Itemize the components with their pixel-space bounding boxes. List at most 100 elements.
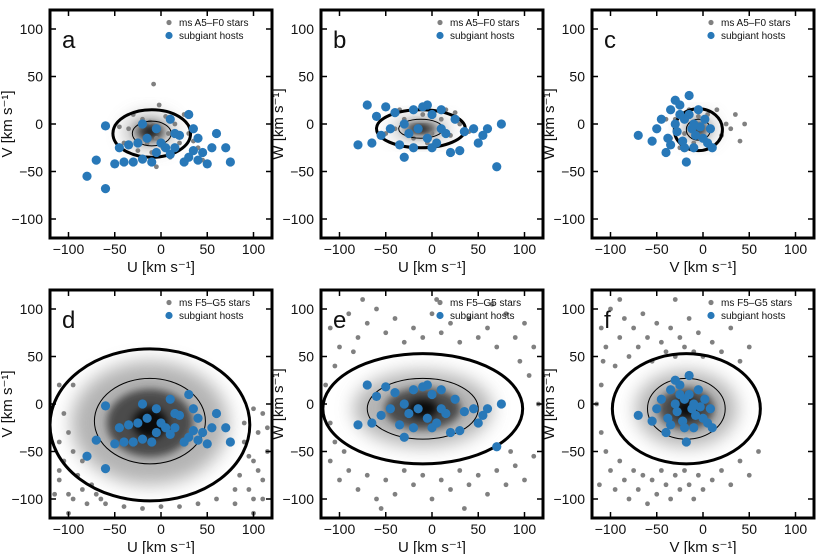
ms-star-point: [503, 482, 509, 488]
subgiant-host-point: [670, 375, 680, 385]
ms-star-point: [260, 496, 266, 502]
subgiant-host-point: [647, 416, 657, 426]
y-tick-label: −100: [553, 491, 585, 507]
ms-star-point: [374, 496, 379, 502]
ms-star-point: [84, 501, 90, 507]
plot-content: [594, 297, 762, 507]
ms-star-point: [420, 112, 426, 117]
ms-star-point: [355, 335, 361, 340]
subgiant-host-point: [170, 423, 180, 433]
x-tick-label: −100: [324, 521, 356, 537]
y-tick-label: 100: [562, 301, 586, 317]
subgiant-host-point: [399, 432, 409, 442]
x-tick-label: 100: [242, 241, 266, 257]
subgiant-host-point: [161, 143, 171, 153]
x-tick-label: 100: [784, 241, 808, 257]
legend-label: ms A5–F0 stars: [721, 18, 790, 29]
plot-content: [633, 90, 748, 167]
ms-star-point: [251, 458, 256, 464]
y-tick-label: 50: [298, 349, 314, 365]
subgiant-host-point: [188, 146, 198, 156]
subgiant-host-point: [422, 100, 432, 110]
ms-star-point: [156, 102, 162, 108]
subgiant-host-point: [469, 124, 479, 134]
ms-star-point: [392, 316, 398, 321]
x-tick-label: 50: [199, 521, 215, 537]
ms-star-point: [457, 339, 463, 345]
subgiant-host-point: [193, 133, 203, 143]
ms-star-point: [337, 477, 342, 483]
x-tick-label: 0: [699, 521, 707, 537]
ms-star-point: [251, 496, 256, 502]
subgiant-host-point: [693, 385, 703, 395]
subgiant-host-point: [114, 143, 124, 153]
y-axis-label: W [km s⁻¹]: [541, 368, 558, 439]
ms-star-point: [746, 472, 752, 478]
subgiant-host-point: [211, 408, 222, 419]
ms-star-point: [264, 425, 270, 431]
subgiant-host-point: [137, 154, 148, 164]
subgiant-host-point: [700, 114, 710, 124]
subgiant-host-point: [705, 124, 716, 134]
subgiant-host-point: [450, 394, 460, 404]
ms-star-point: [79, 458, 85, 464]
y-tick-label: 0: [35, 396, 43, 412]
subgiant-host-point: [422, 380, 432, 390]
ms-star-point: [466, 482, 472, 488]
x-tick-label: −100: [53, 521, 85, 537]
subgiant-host-point: [482, 404, 493, 414]
subgiant-host-point: [675, 389, 685, 400]
ms-star-point: [151, 81, 157, 87]
x-tick-label: 100: [784, 521, 808, 537]
ms-star-point: [677, 335, 683, 340]
legend-label: ms A5–F0 stars: [450, 18, 519, 29]
subgiant-host-point: [184, 432, 194, 442]
legend-label: subgiant hosts: [450, 31, 515, 42]
subgiant-host-point: [151, 147, 161, 158]
ms-star-point: [682, 131, 687, 136]
ms-star-point: [508, 449, 514, 454]
ms-star-point: [732, 112, 738, 117]
ms-star-point: [640, 311, 646, 317]
ms-star-point: [531, 344, 537, 350]
ms-star-point: [649, 477, 655, 483]
subgiant-host-point: [147, 437, 157, 447]
subgiant-host-point: [207, 143, 217, 153]
y-tick-label: 50: [569, 69, 585, 85]
subgiant-host-point: [198, 147, 208, 158]
y-tick-label: −50: [561, 444, 585, 460]
subgiant-host-point: [100, 184, 111, 194]
subgiant-host-point: [691, 410, 701, 420]
ms-star-point: [719, 349, 724, 355]
subgiant-host-point: [207, 423, 217, 433]
ms-star-point: [672, 297, 678, 302]
ms-star-point: [246, 487, 252, 492]
subgiant-host-point: [385, 404, 395, 414]
ms-star-point: [147, 119, 153, 125]
ms-star-point: [374, 306, 379, 312]
ms-star-point: [737, 138, 743, 144]
subgiant-host-point: [404, 408, 414, 419]
ms-star-point: [686, 482, 692, 488]
subgiant-host-point: [661, 427, 671, 438]
ms-star-point: [434, 297, 440, 302]
ms-star-point: [246, 453, 252, 459]
subgiant-host-point: [455, 146, 465, 156]
legend-label: ms F5–G5 stars: [450, 298, 521, 309]
ms-star-point: [742, 121, 748, 127]
ms-star-point: [346, 468, 352, 473]
subgiant-host-point: [91, 435, 101, 445]
subgiant-host-point: [188, 404, 198, 414]
x-tick-label: −50: [645, 521, 669, 537]
subgiant-host-point: [399, 119, 409, 129]
ms-star-point: [598, 382, 604, 388]
ms-star-point: [695, 114, 701, 119]
ms-star-point: [645, 335, 650, 340]
legend-marker: [166, 299, 172, 306]
subgiant-host-point: [184, 109, 194, 120]
legend-marker: [166, 19, 172, 26]
subgiant-host-point: [427, 389, 437, 400]
ms-star-point: [126, 126, 132, 132]
